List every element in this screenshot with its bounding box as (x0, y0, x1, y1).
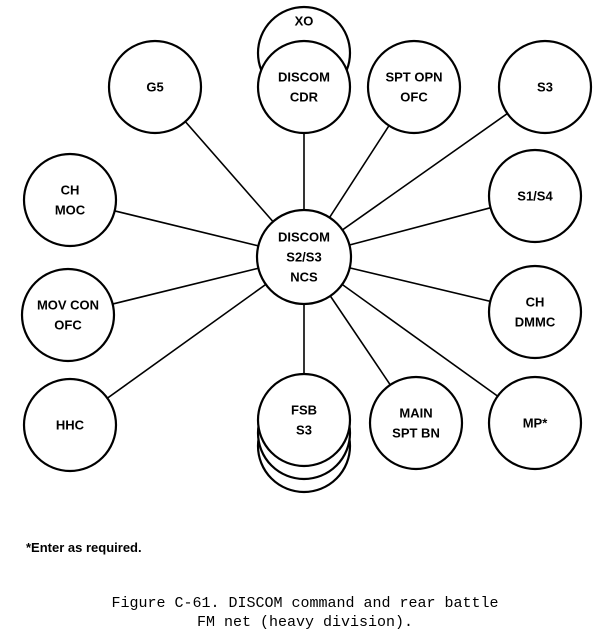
node-s1-s4-label-1: S1/S4 (517, 189, 553, 204)
node-g5: G5 (107, 39, 203, 135)
node-ch-moc-label-1: CH (61, 183, 80, 198)
node-s3: S3 (497, 39, 593, 135)
node-hhc-label-1: HHC (56, 418, 85, 433)
caption-line-2: FM net (heavy division). (196, 614, 414, 631)
node-discom-cdr-circle (256, 39, 352, 135)
node-spt-opn-ofc: SPT OPN OFC (366, 39, 462, 135)
node-discom-cdr: XO DISCOM CDR (256, 5, 352, 135)
node-s3-label-1: S3 (537, 80, 553, 95)
node-hub-label-3: NCS (290, 270, 318, 285)
node-fsb-s3-circle (256, 372, 352, 468)
node-mp: MP* (487, 375, 583, 471)
node-fsb-s3: FSB S3 (256, 372, 352, 494)
node-ch-moc-label-2: MOC (55, 203, 86, 218)
node-discom-cdr-above-label-1: XO (295, 14, 314, 29)
node-g5-circle (107, 39, 203, 135)
node-fsb-s3-label-2: S3 (296, 423, 312, 438)
node-main-spt-bn: MAIN SPT BN (368, 375, 464, 471)
node-s1-s4-circle (487, 148, 583, 244)
node-mov-con-ofc-label-2: OFC (54, 318, 82, 333)
node-spt-opn-ofc-circle (366, 39, 462, 135)
node-discom-cdr-label-2: CDR (290, 90, 319, 105)
node-mp-label-1: MP* (523, 416, 549, 431)
node-hhc-circle (22, 377, 118, 473)
caption-line-1: Figure C-61. DISCOM command and rear bat… (111, 595, 499, 612)
node-g5-label-1: G5 (146, 80, 163, 95)
figure-caption: Figure C-61. DISCOM command and rear bat… (0, 594, 610, 632)
node-spt-opn-ofc-label-2: OFC (400, 90, 428, 105)
node-mov-con-ofc: MOV CON OFC (20, 267, 116, 363)
node-hub-label-2: S2/S3 (286, 250, 321, 265)
footnote: *Enter as required. (26, 540, 142, 555)
node-hub-label-1: DISCOM (278, 230, 330, 245)
node-mov-con-ofc-circle (20, 267, 116, 363)
node-hub-circle (255, 208, 353, 306)
node-s1-s4: S1/S4 (487, 148, 583, 244)
node-mp-circle (487, 375, 583, 471)
node-fsb-s3-label-1: FSB (291, 403, 317, 418)
node-main-spt-bn-circle (368, 375, 464, 471)
node-hhc: HHC (22, 377, 118, 473)
node-ch-dmmc-label-1: CH (526, 295, 545, 310)
node-main-spt-bn-label-1: MAIN (399, 406, 432, 421)
node-mov-con-ofc-label-1: MOV CON (37, 298, 99, 313)
node-spt-opn-ofc-label-1: SPT OPN (385, 70, 442, 85)
link-s3 (303, 86, 546, 258)
node-ch-dmmc: CH DMMC (487, 264, 583, 360)
node-ch-moc: CH MOC (22, 152, 118, 248)
node-discom-cdr-label-1: DISCOM (278, 70, 330, 85)
node-ch-dmmc-circle (487, 264, 583, 360)
node-ch-moc-circle (22, 152, 118, 248)
node-main-spt-bn-label-2: SPT BN (392, 426, 440, 441)
node-s3-circle (497, 39, 593, 135)
node-ch-dmmc-label-2: DMMC (515, 315, 556, 330)
